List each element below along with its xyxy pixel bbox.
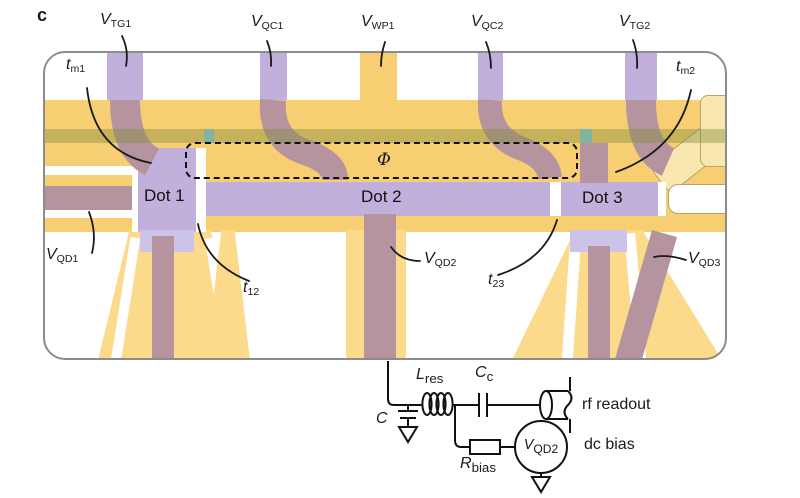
label-tm1: tm1 bbox=[66, 56, 86, 76]
label-rbias: Rbias bbox=[460, 455, 497, 476]
barrier-t23 bbox=[550, 182, 561, 216]
lead-dot1 bbox=[152, 236, 174, 360]
label-vqd1: VQD1 bbox=[46, 246, 79, 266]
dot3-pad bbox=[570, 230, 627, 252]
pale-gate-corner bbox=[700, 95, 727, 167]
lead-dot3 bbox=[588, 246, 610, 360]
ground-icon bbox=[397, 426, 419, 444]
label-vqd3: VQD3 bbox=[688, 250, 721, 270]
gate-vtg2 bbox=[625, 51, 657, 100]
label-vqc1: VQC1 bbox=[251, 13, 284, 33]
label-t12: t12 bbox=[243, 279, 260, 299]
capacitor-c bbox=[398, 405, 418, 427]
label-vwp1: VWP1 bbox=[361, 13, 395, 33]
gate-vqc1 bbox=[260, 51, 287, 100]
nanowire-accent bbox=[204, 129, 214, 143]
inductor-icon bbox=[421, 392, 454, 416]
label-dot3: Dot 3 bbox=[582, 188, 623, 207]
ground-icon bbox=[530, 476, 552, 494]
panel-letter: c bbox=[37, 5, 48, 25]
label-lres: Lres bbox=[416, 366, 444, 387]
dot2-wire bbox=[206, 182, 550, 216]
dot3-top-gate bbox=[580, 143, 608, 183]
nanowire-accent bbox=[580, 129, 592, 143]
label-t23: t23 bbox=[488, 271, 505, 291]
resistor-icon bbox=[469, 439, 501, 455]
rf-port-icon bbox=[539, 377, 573, 433]
label-rf-readout: rf readout bbox=[582, 396, 651, 413]
barrier-gap bbox=[132, 148, 139, 232]
label-voltage-source: VQD2 bbox=[523, 437, 559, 457]
label-tm2: tm2 bbox=[676, 58, 696, 78]
barrier-t12 bbox=[196, 148, 206, 232]
label-vqd2-device: VQD2 bbox=[424, 250, 457, 270]
label-cc: Cc bbox=[475, 364, 494, 385]
gate-vwp1 bbox=[360, 51, 397, 100]
label-phi: Φ bbox=[377, 150, 391, 170]
lead-vqd2 bbox=[364, 214, 396, 360]
gate-vqc2 bbox=[478, 51, 503, 100]
wire bbox=[454, 405, 470, 448]
label-vtg2: VTG2 bbox=[619, 13, 651, 33]
dot3-wire bbox=[561, 182, 658, 216]
capacitor-cc bbox=[478, 393, 488, 417]
label-dot1: Dot 1 bbox=[144, 186, 185, 205]
gate-vtg1 bbox=[107, 51, 143, 100]
label-vtg1: VTG1 bbox=[100, 11, 132, 31]
label-vqc2: VQC2 bbox=[471, 13, 504, 33]
barrier-gap bbox=[658, 182, 666, 216]
pale-channel bbox=[668, 184, 727, 214]
label-dot2: Dot 2 bbox=[361, 187, 402, 206]
gate-gap bbox=[43, 166, 138, 175]
nanowire bbox=[43, 129, 727, 143]
gate-gap bbox=[43, 210, 140, 218]
label-c: C bbox=[376, 410, 388, 427]
label-dc-bias: dc bias bbox=[584, 436, 635, 453]
lead-vqd1 bbox=[43, 186, 143, 210]
